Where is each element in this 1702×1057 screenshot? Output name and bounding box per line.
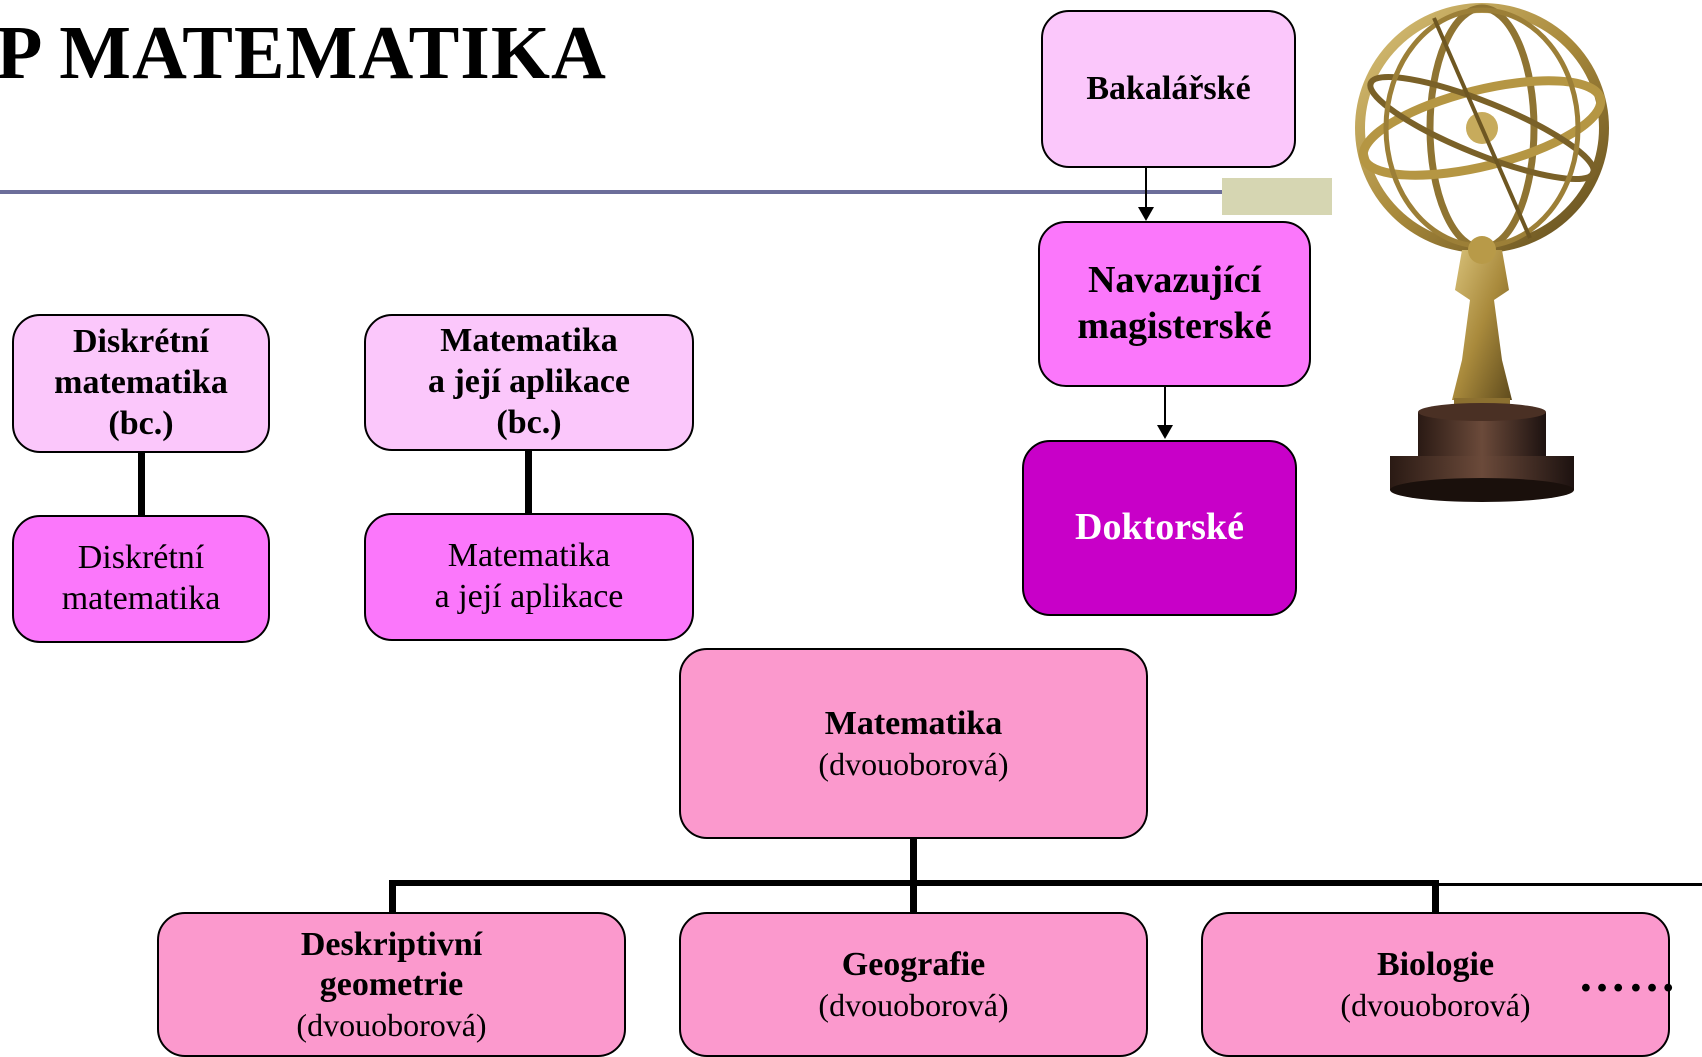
program-discrete-bc-line-2: matematika: [54, 364, 228, 402]
program-discrete-nm-line-2: matematika: [61, 580, 221, 617]
level-master-label-2: magisterské: [1077, 305, 1272, 347]
program-applied-nm-line-1: Matematika: [447, 537, 611, 575]
more-ellipsis: ……: [1578, 949, 1678, 1002]
program-applied-nm-line-2: a její aplikace: [434, 578, 624, 615]
level-doctoral-box: Doktorské: [1022, 440, 1297, 616]
child-biology-box: Biologie (dvouoborová): [1201, 912, 1670, 1057]
connector-discrete: [138, 453, 145, 515]
level-master-box: Navazující magisterské: [1038, 221, 1311, 387]
child-descriptive-geometry-box: Deskriptivní geometrie (dvouoborová): [157, 912, 626, 1057]
child-geography-subtitle: (dvouoborová): [818, 986, 1009, 1023]
child-geography-title: Geografie: [841, 945, 986, 983]
child-biology-title: Biologie: [1376, 945, 1495, 983]
connector-branch-extension: [1425, 883, 1702, 886]
armillary-sphere-icon: [1355, 3, 1609, 502]
program-applied-bc-line-3: (bc.): [496, 403, 562, 441]
two-field-root-title: Matematika: [824, 704, 1003, 742]
child-descriptive-geometry-title-1: Deskriptivní: [300, 925, 483, 963]
program-discrete-nm-box: Diskrétní matematika: [12, 515, 270, 643]
two-field-root-box: Matematika (dvouoborová): [679, 648, 1148, 839]
header-rule-accent: [1222, 178, 1332, 215]
connector-child-2: [910, 880, 917, 912]
program-applied-bc-line-1: Matematika: [440, 322, 618, 360]
connector-child-1: [389, 880, 396, 912]
program-discrete-nm-line-1: Diskrétní: [77, 539, 205, 577]
arrow-to-doctoral: [1157, 425, 1173, 439]
level-doctoral-label: Doktorské: [1075, 506, 1244, 549]
header-rule: [0, 190, 1332, 194]
level-bachelor-box: Bakalářské: [1041, 10, 1296, 168]
connector-child-3: [1432, 880, 1439, 912]
child-descriptive-geometry-subtitle: (dvouoborová): [296, 1007, 487, 1044]
program-discrete-bc-line-1: Diskrétní: [73, 323, 209, 361]
child-biology-subtitle: (dvouoborová): [1340, 986, 1531, 1023]
page-title: P MATEMATIKA: [0, 11, 607, 95]
connector-bachelor-master: [1145, 168, 1147, 209]
program-applied-bc-box: Matematika a její aplikace (bc.): [364, 314, 694, 451]
child-geography-box: Geografie (dvouoborová): [679, 912, 1148, 1057]
program-applied-bc-line-2: a její aplikace: [427, 363, 631, 401]
two-field-root-subtitle: (dvouoborová): [818, 745, 1009, 782]
program-discrete-bc-box: Diskrétní matematika (bc.): [12, 314, 270, 453]
connector-root-down: [910, 839, 917, 914]
child-descriptive-geometry-title-2: geometrie: [319, 966, 464, 1004]
program-discrete-bc-line-3: (bc.): [108, 404, 174, 442]
level-master-label-1: Navazující: [1087, 259, 1262, 302]
connector-master-doctoral: [1164, 387, 1166, 427]
connector-applied: [525, 451, 532, 513]
program-applied-nm-box: Matematika a její aplikace: [364, 513, 694, 641]
level-bachelor-label: Bakalářské: [1086, 69, 1251, 107]
arrow-to-master: [1138, 207, 1154, 221]
